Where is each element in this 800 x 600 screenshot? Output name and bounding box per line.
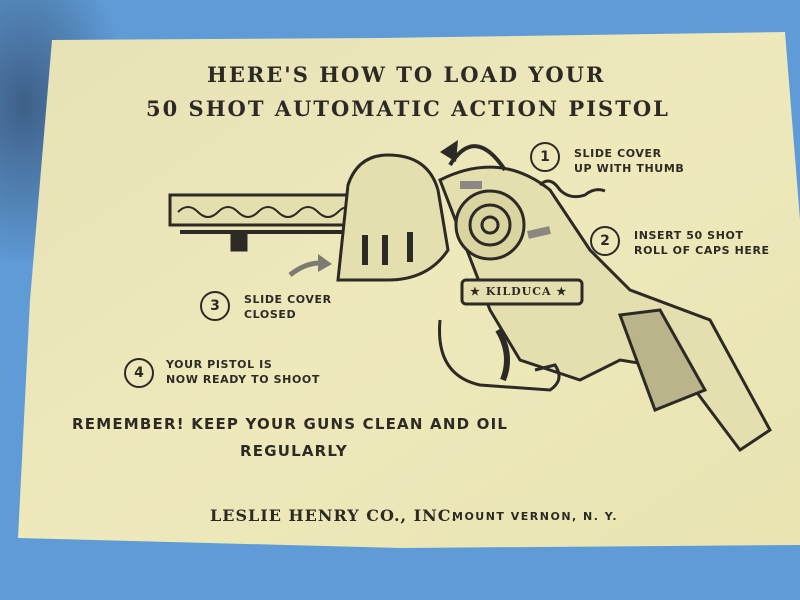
title-line-1: HERE'S HOW TO LOAD YOUR [207, 62, 606, 87]
remember-line-2: REGULARLY [240, 442, 348, 460]
trigger [495, 328, 510, 382]
pistol-nameplate: ★ KILDUCA ★ [470, 285, 568, 298]
nameplate-frame [460, 278, 584, 306]
hammer [538, 179, 606, 199]
paper-sheet [18, 32, 800, 548]
step-2-number: 2 [590, 226, 620, 256]
arrow-caps [527, 226, 551, 239]
title-line-2: 50 SHOT AUTOMATIC ACTION PISTOL [146, 96, 670, 121]
cap-chamber [454, 189, 526, 261]
remember-line-1: REMEMBER! KEEP YOUR GUNS CLEAN AND OIL [72, 415, 509, 433]
pistol-illustration [168, 140, 772, 453]
company-name: LESLIE HENRY CO., INC. [210, 506, 458, 525]
step-3-number: 3 [200, 291, 230, 321]
grip [617, 308, 708, 412]
arrow-close [288, 260, 321, 277]
company-location: MOUNT VERNON, N. Y. [452, 510, 619, 523]
slide-cover [336, 153, 450, 282]
step-1-number: 1 [530, 142, 560, 172]
step-4-number: 4 [124, 358, 154, 388]
trigger-guard [438, 319, 561, 392]
barrel [168, 193, 367, 227]
